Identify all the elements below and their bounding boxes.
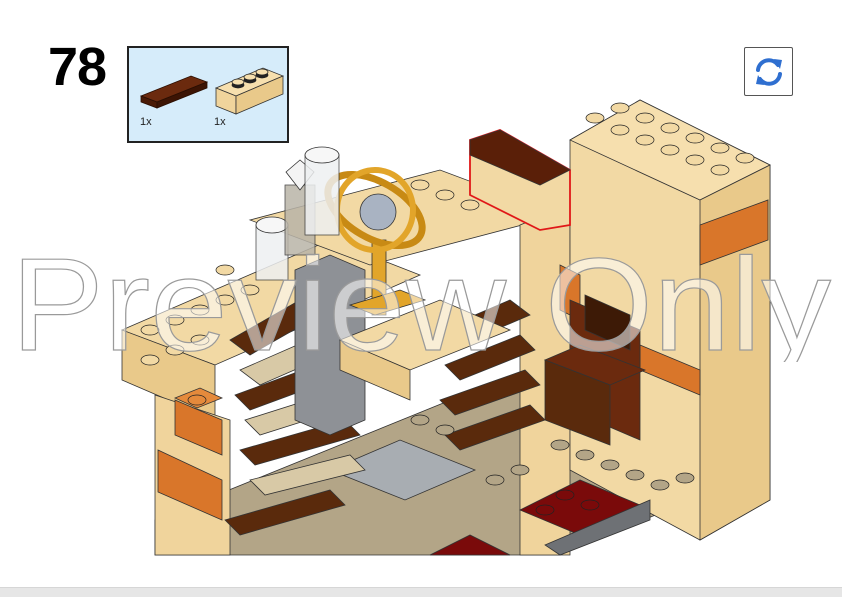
part-quantity: 1x: [214, 116, 226, 128]
part-quantity: 1x: [140, 116, 152, 128]
rotate-refresh-icon: [755, 57, 782, 86]
step-number: 78: [48, 37, 107, 97]
page-bottom-edge: [0, 587, 842, 597]
rotate-model-button[interactable]: [744, 47, 793, 96]
tan-brick-1x3-icon: [214, 67, 285, 115]
brown-tile-1x4-icon: [139, 75, 209, 109]
parts-list-callout: 1x 1x: [127, 46, 289, 143]
